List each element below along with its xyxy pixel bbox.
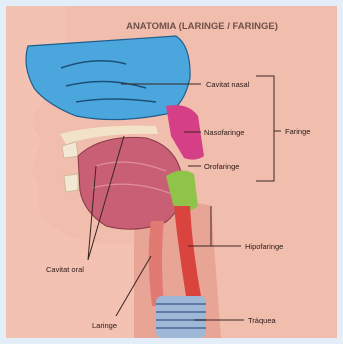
label-cavitat-oral: Cavitat oral — [46, 265, 84, 274]
label-orofaringe: Orofaringe — [204, 162, 239, 171]
label-nasofaringe: Nasofaringe — [204, 128, 244, 137]
label-faringe: Faringe — [285, 127, 310, 136]
oral-cavity — [78, 137, 183, 229]
trachea — [156, 296, 206, 338]
label-cavitat-nasal: Cavitat nasal — [206, 80, 250, 89]
label-hipofaringe: Hipofaringe — [245, 242, 283, 251]
larynx-tube — [149, 221, 164, 306]
label-traquea: Tràquea — [248, 316, 276, 325]
label-laringe: Laringe — [92, 321, 117, 330]
diagram-frame: ANATOMIA (LARINGE / FARINGE) Cavitat nas… — [6, 6, 337, 338]
anatomy-diagram: ANATOMIA (LARINGE / FARINGE) Cavitat nas… — [6, 6, 337, 338]
